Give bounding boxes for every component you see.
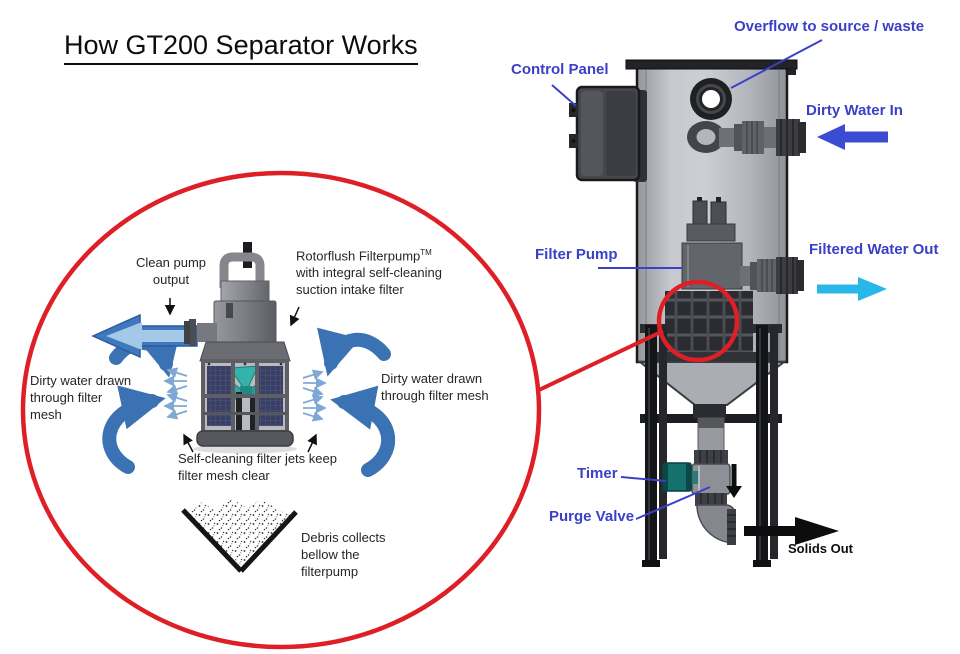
filtered-water-out-arrow bbox=[817, 277, 887, 301]
jet-arrows-left bbox=[163, 367, 188, 420]
label-debris: Debris collects bellow the filterpump bbox=[301, 530, 386, 579]
label-rotorflush: Rotorflush FilterpumpTM with integral se… bbox=[296, 248, 468, 299]
separator-tank bbox=[538, 39, 888, 567]
purge-valve-leader bbox=[635, 486, 711, 520]
pump-upper-body bbox=[213, 300, 277, 344]
overflow-leader bbox=[730, 39, 823, 89]
label-clean-pump-output: Clean pump output bbox=[135, 255, 207, 287]
label-dirty-water-left: Dirty water drawn through filter mesh bbox=[30, 373, 132, 422]
jet-arrows bbox=[163, 367, 327, 422]
inset-pointer-arrows bbox=[164, 298, 317, 453]
debris-funnel bbox=[181, 498, 298, 573]
rotorflush-line2: with integral self-cleaning bbox=[296, 265, 442, 281]
purge-down-arrow bbox=[726, 464, 742, 498]
jet-arrows-right bbox=[302, 369, 327, 422]
pump-handle bbox=[219, 252, 265, 288]
label-overflow: Overflow to source / waste bbox=[734, 18, 925, 35]
label-control-panel: Control Panel bbox=[511, 61, 609, 78]
dirty-water-in-arrow bbox=[817, 124, 888, 150]
overflow-port bbox=[690, 78, 732, 120]
label-filtered-water-out: Filtered Water Out bbox=[809, 241, 939, 258]
tank-filter-cage bbox=[665, 291, 753, 359]
rotorflush-pump bbox=[184, 242, 297, 454]
magnified-inset bbox=[20, 170, 542, 650]
pump-slot bbox=[226, 303, 233, 318]
tank-top-rim bbox=[625, 59, 798, 70]
magnifier-circle bbox=[20, 170, 542, 650]
swoosh-arrow-right-top bbox=[317, 327, 391, 377]
inlet-valve bbox=[687, 119, 806, 156]
zoom-region-circle bbox=[656, 279, 740, 363]
debris-speckle bbox=[188, 498, 292, 565]
label-solids-out: Solids Out bbox=[788, 541, 853, 556]
label-timer: Timer bbox=[577, 465, 618, 482]
pump-collar bbox=[199, 341, 291, 362]
cage-base bbox=[196, 430, 294, 447]
control-panel-leader bbox=[551, 84, 577, 107]
rotorflush-line1: Rotorflush FilterpumpTM bbox=[296, 248, 468, 265]
jets-pointer-left bbox=[183, 433, 194, 453]
jets-pointer-right bbox=[307, 433, 317, 453]
pump-outlet-flange bbox=[189, 319, 196, 346]
solids-out-arrow bbox=[744, 517, 839, 545]
rotorflush-tm: TM bbox=[420, 248, 432, 257]
label-dirty-water-in: Dirty Water In bbox=[806, 102, 903, 119]
label-purge-valve: Purge Valve bbox=[549, 508, 635, 525]
purge-valve-assembly bbox=[691, 404, 736, 545]
outlet-valve bbox=[740, 257, 804, 294]
rotorflush-name: Rotorflush Filterpump bbox=[296, 248, 421, 264]
label-filter-pump: Filter Pump bbox=[535, 246, 618, 263]
rotorflush-line3: suction intake filter bbox=[296, 282, 404, 298]
pump-outlet-pipe bbox=[197, 323, 217, 342]
label-leader-lines bbox=[551, 39, 823, 520]
pump-outlet-flange2 bbox=[184, 321, 190, 344]
label-self-cleaning-jets: Self-cleaning filter jets keep filter me… bbox=[178, 451, 337, 483]
rotorflush-pointer bbox=[289, 306, 300, 327]
hopper bbox=[637, 361, 787, 406]
label-dirty-water-right: Dirty water drawn through filter mesh bbox=[381, 371, 489, 403]
swoosh-arrow-left-bottom bbox=[102, 385, 166, 474]
clean-output-arrow bbox=[91, 313, 198, 359]
control-panel-box bbox=[569, 85, 647, 182]
zoom-leader-line bbox=[538, 329, 664, 392]
timer-box bbox=[662, 462, 698, 492]
timer-leader bbox=[620, 476, 667, 482]
page-title: How GT200 Separator Works bbox=[64, 30, 418, 66]
swoosh-arrow-right-bottom bbox=[330, 385, 396, 477]
